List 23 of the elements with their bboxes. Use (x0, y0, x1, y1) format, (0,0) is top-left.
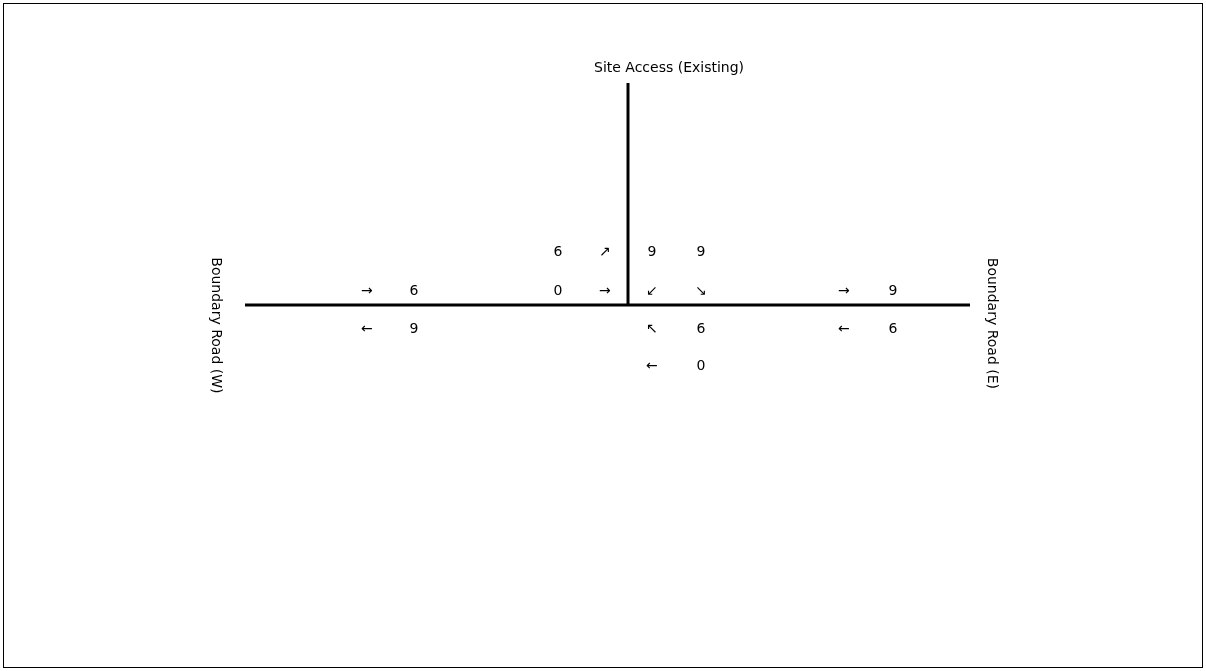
movement-arrow: ↖ (646, 319, 658, 337)
traffic-count: 9 (888, 281, 898, 299)
traffic-count: 6 (409, 281, 419, 299)
traffic-count: 6 (553, 242, 563, 260)
traffic-count: 6 (696, 319, 706, 337)
movement-arrow: → (361, 281, 373, 299)
traffic-count: 0 (696, 356, 706, 374)
traffic-count: 0 (553, 281, 563, 299)
movement-arrow: ← (646, 356, 658, 374)
traffic-count: 9 (696, 242, 706, 260)
movement-arrow: ← (838, 319, 850, 337)
movement-arrow: → (599, 281, 611, 299)
road-name: Boundary Road (W) (207, 256, 225, 393)
traffic-count: 9 (409, 319, 419, 337)
movement-arrow: ← (361, 319, 373, 337)
movement-arrow: ↙ (646, 281, 658, 299)
traffic-count: 6 (888, 319, 898, 337)
traffic-count: 9 (647, 242, 657, 260)
movement-arrow: ↗ (599, 242, 611, 260)
road-name: Site Access (Existing) (594, 58, 745, 76)
road-name: Boundary Road (E) (983, 257, 1001, 389)
movement-arrow: ↘ (695, 281, 707, 299)
movement-arrow: → (838, 281, 850, 299)
